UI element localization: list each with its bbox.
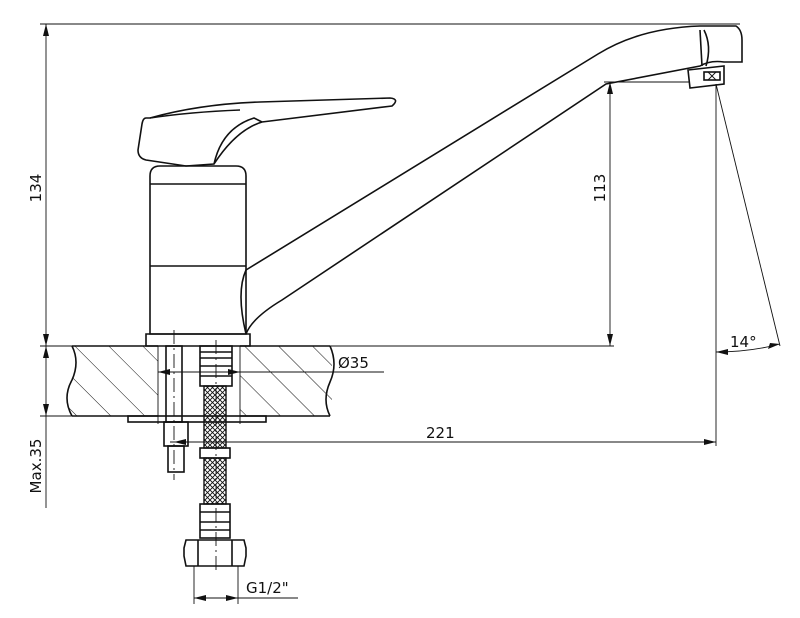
- dimension-spout-height: 113: [250, 81, 690, 347]
- spout-height-label: 113: [591, 174, 609, 203]
- countertop-section: [66, 345, 335, 417]
- max-thickness-label: Max.35: [27, 439, 45, 494]
- dimension-spout-reach: 221: [170, 84, 717, 446]
- mounting-stud: [127, 330, 267, 480]
- thread-label: G1/2": [246, 579, 289, 597]
- total-height-label: 134: [27, 174, 45, 203]
- dimension-total-height: 134: [27, 23, 740, 346]
- dimension-max-thickness: Max.35: [27, 345, 72, 508]
- hole-diameter-label: Ø35: [338, 354, 369, 372]
- dimension-hole-diameter: Ø35: [157, 346, 384, 424]
- dimension-thread: G1/2": [193, 566, 298, 604]
- angle-label: 14°: [730, 333, 757, 351]
- flexible-supply-hose: [183, 340, 247, 570]
- spout: [240, 25, 743, 335]
- dimension-angle: 14°: [715, 83, 781, 355]
- lever-handle: [137, 97, 397, 167]
- faucet-body: [145, 165, 251, 347]
- spout-reach-label: 221: [426, 424, 455, 442]
